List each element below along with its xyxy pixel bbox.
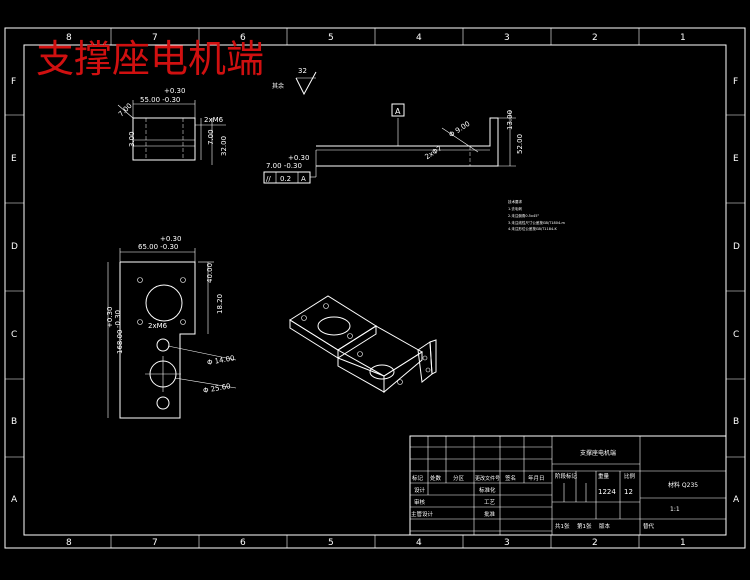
tb-standard: 标准化	[479, 486, 496, 494]
zone-row-b-left: B	[11, 417, 17, 427]
datum-box	[391, 103, 405, 117]
title-block	[409, 435, 727, 536]
zone-col-4-top: 4	[416, 33, 422, 43]
side-hole-label: 2xΦ7	[424, 144, 444, 161]
tb-change-doc: 更改文件号	[475, 475, 500, 482]
top-view	[117, 100, 226, 165]
side-tol-dim: 7.00 -0.30	[266, 162, 302, 170]
title-block-scale-label: 比例	[624, 472, 636, 480]
front-side-dim: -0.30	[114, 310, 122, 328]
zone-col-3-top: 3	[504, 33, 510, 43]
zone-col-6-bottom: 6	[240, 538, 246, 548]
note-2: 2.未注倒角0.5x45°	[508, 213, 539, 218]
front-width-dim: 65.00 -0.30	[138, 243, 178, 251]
title-block-sheet-count: 共1张	[555, 522, 570, 530]
tb-approve: 批准	[484, 510, 496, 518]
top-width-dim: 55.00 -0.30	[140, 96, 180, 104]
side-diameter-label: Φ 9.00	[448, 120, 472, 139]
front-view	[107, 248, 237, 419]
note-1: 1.去毛刺	[508, 206, 522, 211]
top-hole-note: 2xM6	[204, 116, 224, 124]
zone-row-e-left: E	[11, 154, 17, 164]
zone-col-3-bottom: 3	[504, 538, 510, 548]
title-block-scale-value: 1:1	[670, 506, 680, 513]
front-dim-40: 40.00	[206, 263, 214, 283]
zone-row-f-left: F	[11, 77, 16, 87]
tb-design: 设计	[414, 486, 426, 494]
roughness-label: 其余	[272, 82, 284, 90]
title-block-material: 材料 Q235	[668, 481, 698, 489]
zone-col-8-top: 8	[66, 33, 72, 43]
side-height-a: 13.00	[506, 110, 514, 130]
zone-col-2-top: 2	[592, 33, 598, 43]
isometric-view	[289, 295, 437, 394]
datum-label: A	[395, 107, 401, 116]
zone-col-1-top: 1	[680, 33, 686, 43]
outer-frame	[4, 27, 746, 549]
note-3: 3.未注线性尺寸公差按GB/T1804-m	[508, 220, 565, 225]
front-small-hole: Φ 14.00	[206, 354, 235, 367]
zone-row-e-right: E	[733, 154, 739, 164]
note-4: 4.未注形位公差按GB/T1184-K	[508, 226, 557, 231]
tb-date: 年月日	[528, 474, 545, 482]
zone-row-c-left: C	[11, 330, 17, 340]
tb-sign: 签名	[505, 474, 516, 482]
zone-col-1-bottom: 1	[680, 538, 686, 548]
side-height-b: 52.00	[516, 134, 524, 154]
tolerance-frame-value: 0.2	[280, 175, 291, 183]
zone-col-7-top: 7	[152, 33, 158, 43]
tb-check: 审核	[414, 498, 426, 506]
top-left-dim: 3.00	[128, 131, 136, 147]
front-dim-18: 18.20	[216, 294, 224, 314]
zone-row-c-right: C	[733, 330, 739, 340]
zone-col-4-bottom: 4	[416, 538, 422, 548]
tolerance-frame	[263, 150, 317, 184]
roughness-value: 32	[298, 67, 307, 75]
zone-row-f-right: F	[733, 77, 738, 87]
top-right-dim-b: 32.00	[220, 136, 228, 156]
title-block-part-name: 支撑座电机端	[580, 449, 616, 457]
top-right-dim-a: 7.00	[207, 129, 215, 145]
zone-ticks	[5, 28, 745, 548]
tolerance-frame-datum: A	[301, 175, 306, 183]
title-block-version: 版本	[599, 522, 611, 530]
title-block-mass-label: 重量	[598, 472, 610, 480]
tb-zone: 分区	[453, 474, 465, 482]
front-height-dim: 168.00	[116, 330, 124, 355]
zone-row-d-right: D	[733, 242, 740, 252]
front-width-tol-upper: +0.30	[160, 235, 181, 243]
front-side-tol: +0.30	[106, 307, 114, 328]
zone-col-5-bottom: 5	[328, 538, 334, 548]
title-block-ratio: 12	[624, 488, 633, 496]
zone-col-2-bottom: 2	[592, 538, 598, 548]
side-view	[316, 110, 516, 167]
side-tol-upper: +0.30	[288, 154, 309, 162]
title-block-weight: 1224	[598, 488, 616, 496]
roughness-symbol: 32 其余	[272, 67, 317, 96]
zone-col-7-bottom: 7	[152, 538, 158, 548]
tb-count: 处数	[430, 474, 442, 482]
title-block-replace: 替代	[643, 522, 655, 530]
top-width-tol-upper: +0.30	[164, 87, 185, 95]
zone-row-d-left: D	[11, 242, 18, 252]
zone-row-b-right: B	[733, 417, 739, 427]
tb-craft: 工艺	[484, 499, 496, 506]
zone-col-8-bottom: 8	[66, 538, 72, 548]
inner-frame	[23, 44, 727, 536]
zone-col-5-top: 5	[328, 33, 334, 43]
front-large-hole: Φ 25.60	[202, 382, 231, 395]
title-block-stage-label: 阶段标记	[555, 472, 578, 480]
tb-mark: 标记	[412, 474, 424, 482]
zone-col-6-top: 6	[240, 33, 246, 43]
zone-row-a-right: A	[733, 495, 740, 505]
note-0: 技术要求	[508, 199, 522, 204]
zone-row-a-left: A	[11, 495, 18, 505]
front-hole-note: 2xM6	[148, 322, 168, 330]
tb-master: 主管设计	[411, 510, 434, 518]
top-chamfer: 7.00	[117, 102, 134, 119]
tolerance-frame-symbol: //	[266, 175, 271, 183]
drawing-title: 支撑座电机端	[36, 37, 264, 81]
title-block-sheet-no: 第1张	[577, 522, 592, 530]
